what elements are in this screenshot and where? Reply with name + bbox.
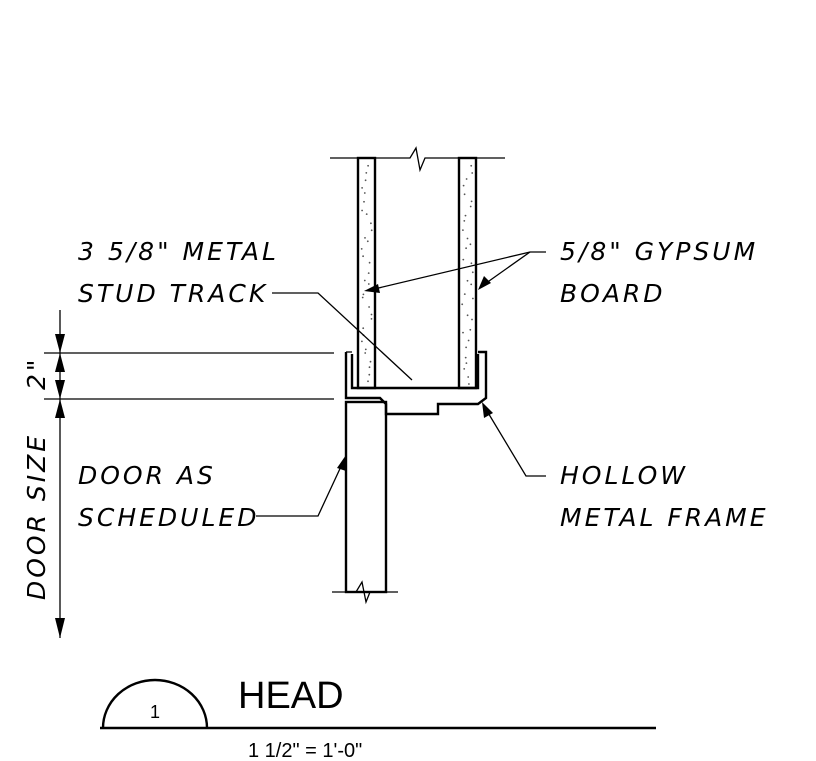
- detail-bubble: [101, 678, 209, 729]
- gypsum-hatch-dot: [471, 172, 474, 174]
- gypsum-hatch-dot: [368, 306, 370, 308]
- gypsum-hatch-dot: [467, 339, 470, 342]
- label-gypsum-line1: 5/8" GYPSUM: [560, 237, 758, 266]
- gypsum-hatch-dot: [465, 362, 468, 364]
- gypsum-hatch-dot: [366, 240, 369, 243]
- gypsum-hatch-dot: [368, 373, 371, 376]
- dimension-head-gap: 2": [22, 357, 51, 390]
- hollow-metal-frame: [344, 350, 488, 416]
- gypsum-hatch-dot: [463, 368, 466, 370]
- label-door-line1: DOOR AS: [78, 461, 216, 490]
- gypsum-hatch-dot: [368, 366, 371, 369]
- gypsum-hatch-dot: [361, 340, 363, 343]
- gypsum-hatch-dot: [469, 205, 472, 208]
- leader-stud-track: [272, 292, 413, 381]
- gypsum-hatch-dot: [367, 272, 370, 274]
- label-door-line2: SCHEDULED: [78, 503, 259, 532]
- gypsum-hatch-dot: [462, 184, 465, 187]
- gypsum-hatch-dot: [465, 346, 467, 349]
- gypsum-hatch-dot: [370, 313, 373, 316]
- gypsum-hatch-dot: [361, 209, 363, 212]
- arrowhead-frame: [482, 402, 493, 418]
- label-frame-line1: HOLLOW: [560, 461, 688, 490]
- gypsum-hatch-dot: [362, 255, 364, 258]
- label-frame-line2: METAL FRAME: [560, 503, 769, 532]
- gypsum-hatch-dot: [472, 297, 474, 300]
- gypsum-hatch-dot: [364, 179, 367, 182]
- gypsum-hatch-dot: [470, 164, 473, 167]
- leader-door: [256, 459, 345, 517]
- label-gypsum-line2: BOARD: [560, 279, 666, 308]
- gypsum-hatch-dot: [361, 187, 363, 189]
- gypsum-hatch-dot: [362, 327, 365, 330]
- detail-title: HEAD: [238, 675, 344, 717]
- gypsum-hatch-dot: [466, 237, 469, 240]
- label-stud-track-line2: STUD TRACK: [78, 279, 268, 308]
- gypsum-hatch-dot: [464, 214, 467, 217]
- gypsum-hatch-dot: [462, 331, 464, 334]
- gypsum-hatch-dot: [370, 318, 373, 320]
- gypsum-hatch-dot: [468, 383, 470, 385]
- gypsum-hatch-dot: [467, 376, 470, 378]
- gypsum-hatch-dot: [469, 328, 472, 331]
- dimension-arrow: [55, 380, 65, 399]
- gypsum-hatch-dot: [466, 279, 469, 282]
- gypsum-hatch-dot: [470, 283, 473, 286]
- door-leaf: [344, 400, 388, 594]
- gypsum-hatch-dot: [363, 192, 366, 194]
- gypsum-board-right: [457, 156, 478, 390]
- metal-stud-track: [350, 354, 480, 390]
- gypsum-hatch-dot: [365, 172, 368, 174]
- arrowhead-gypsum-right: [478, 276, 491, 290]
- gypsum-hatch-dot: [465, 178, 468, 180]
- gypsum-hatch-dot: [365, 213, 368, 216]
- gypsum-hatch-dot: [364, 348, 367, 351]
- door-break-line: [332, 580, 398, 605]
- arrowhead-door: [337, 455, 346, 471]
- leader-gypsum-right: [481, 251, 531, 287]
- dimension-arrow: [55, 399, 65, 418]
- wall-break-line: [330, 146, 505, 173]
- gypsum-hatch-dot: [363, 279, 366, 282]
- gypsum-hatch-dot: [462, 258, 465, 261]
- leader-frame: [483, 405, 546, 477]
- gypsum-hatch-dot: [368, 261, 371, 264]
- label-stud-track-line1: 3 5/8" METAL: [78, 237, 279, 266]
- gypsum-hatch-dot: [361, 296, 364, 299]
- gypsum-hatch-dot: [362, 293, 365, 296]
- gypsum-hatch-dot: [470, 262, 473, 265]
- gypsum-hatch-dot: [470, 200, 473, 203]
- gypsum-hatch-dot: [364, 237, 366, 239]
- gypsum-hatch-dot: [364, 352, 367, 354]
- gypsum-hatch-dot: [369, 360, 372, 363]
- dimension-arrow: [55, 618, 65, 638]
- gypsum-hatch-dot: [363, 200, 365, 203]
- gypsum-hatch-dot: [370, 229, 373, 232]
- gypsum-board-left: [356, 156, 377, 390]
- gypsum-hatch-dot: [469, 243, 472, 246]
- gypsum-hatch-dot: [367, 380, 369, 383]
- detail-scale: 1 1/2" = 1'-0": [248, 740, 362, 761]
- gypsum-hatch-dot: [367, 164, 369, 167]
- arrowhead-gypsum-left: [364, 284, 380, 293]
- gypsum-hatch-dot: [465, 247, 467, 250]
- gypsum-hatch-dot: [471, 271, 474, 274]
- gypsum-hatch-dot: [464, 356, 467, 359]
- gypsum-hatch-dot: [461, 303, 464, 306]
- gypsum-hatch-dot: [471, 318, 473, 321]
- dimension-door-size: DOOR SIZE: [22, 433, 51, 600]
- gypsum-hatch-dot: [367, 283, 370, 285]
- gypsum-hatch-dot: [463, 193, 466, 196]
- gypsum-hatch-dot: [360, 248, 363, 250]
- gypsum-hatch-dot: [370, 222, 372, 225]
- gypsum-hatch-dot: [463, 220, 466, 222]
- gypsum-hatch-dot: [463, 293, 466, 295]
- dimension-arrow: [55, 334, 65, 353]
- gypsum-hatch-dot: [462, 229, 464, 232]
- gypsum-hatch-dot: [466, 314, 469, 317]
- detail-number: 1: [150, 702, 160, 722]
- dimension-arrow: [55, 353, 65, 372]
